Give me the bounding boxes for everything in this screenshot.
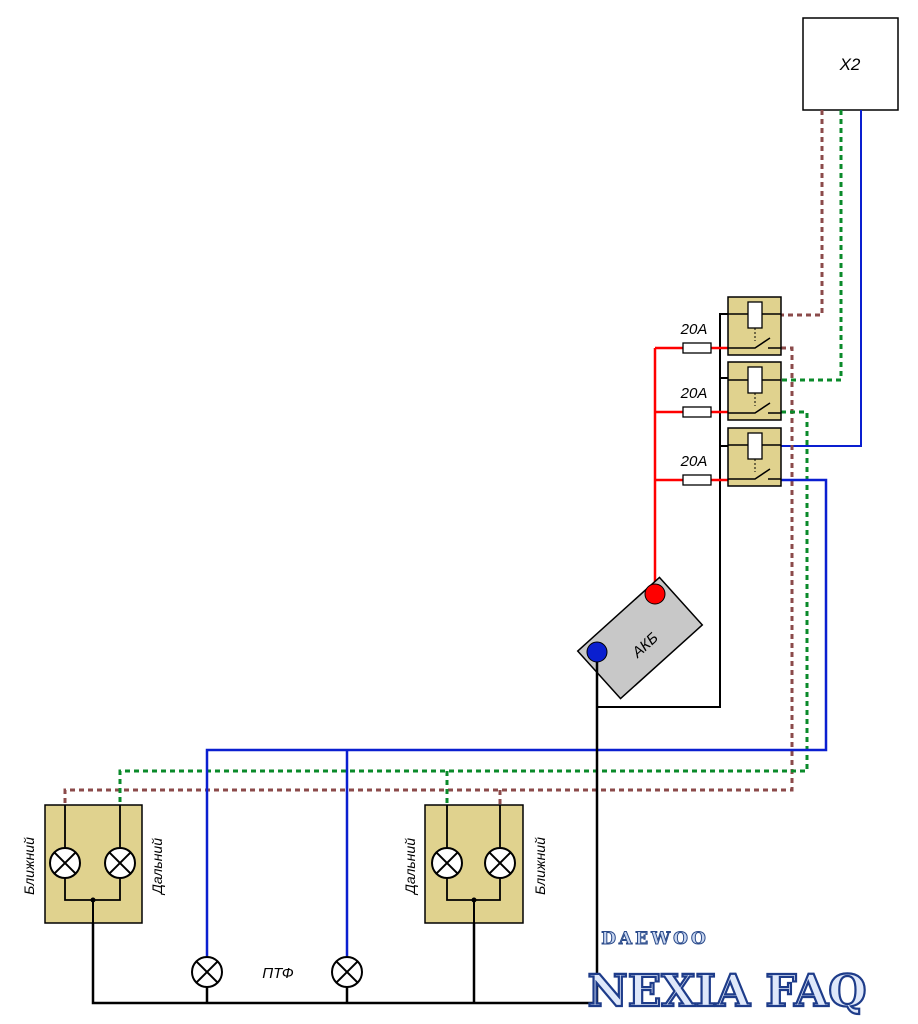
fog-lights: ПТФ bbox=[191, 956, 363, 988]
fog-lamp-icon bbox=[191, 956, 223, 988]
watermark-logo: DAEWOO NEXIA FAQ bbox=[586, 929, 867, 1019]
fog-lights-label: ПТФ bbox=[262, 965, 294, 982]
high-beam-label: Дальний bbox=[402, 838, 418, 896]
relay-switch-icon bbox=[728, 337, 771, 349]
high-beam-control-wire bbox=[781, 110, 843, 382]
low-beam-wire bbox=[63, 346, 794, 820]
relay-coil-icon bbox=[747, 432, 763, 460]
low-beam-lamp-icon bbox=[484, 847, 516, 879]
watermark-top: DAEWOO bbox=[601, 929, 709, 949]
fog-wire bbox=[205, 478, 828, 957]
relay-switch-icon bbox=[728, 468, 771, 480]
watermark-main: NEXIA FAQ bbox=[587, 966, 866, 1017]
fuse-2: 20A bbox=[680, 385, 712, 418]
x2-label: X2 bbox=[839, 55, 861, 74]
low-beam-lamp-icon bbox=[49, 847, 81, 879]
low-beam-control-wire bbox=[781, 110, 824, 317]
right-headlight: Дальний Ближний bbox=[402, 804, 548, 924]
relay-coil-icon bbox=[747, 366, 763, 394]
high-beam-label: Дальний bbox=[149, 838, 165, 896]
low-beam-label: Ближний bbox=[21, 837, 37, 895]
relay-2 bbox=[727, 361, 782, 421]
fog-control-wire bbox=[781, 110, 862, 447]
fog-lamp-icon bbox=[331, 956, 363, 988]
fuse-1: 20A bbox=[680, 321, 712, 354]
relay-switch-icon bbox=[728, 402, 771, 414]
high-beam-lamp-icon bbox=[104, 847, 136, 879]
relay-3 bbox=[727, 427, 782, 487]
fuse-label: 20A bbox=[680, 321, 708, 338]
high-beam-wire bbox=[118, 410, 809, 820]
x2-connector: X2 bbox=[802, 17, 899, 111]
fuse-label: 20A bbox=[680, 453, 708, 470]
ground-wire bbox=[91, 662, 599, 1005]
battery: АКБ bbox=[576, 576, 704, 700]
battery-negative-terminal bbox=[586, 641, 608, 663]
battery-positive-terminal bbox=[644, 583, 666, 605]
low-beam-label: Ближний bbox=[532, 837, 548, 895]
fuse-label: 20A bbox=[680, 385, 708, 402]
fuse-3: 20A bbox=[680, 453, 712, 486]
relay-coil-icon bbox=[747, 301, 763, 329]
left-headlight: Ближний Дальний bbox=[21, 804, 165, 924]
relay-1 bbox=[727, 296, 782, 356]
coil-ground-wire bbox=[597, 313, 728, 708]
high-beam-lamp-icon bbox=[431, 847, 463, 879]
